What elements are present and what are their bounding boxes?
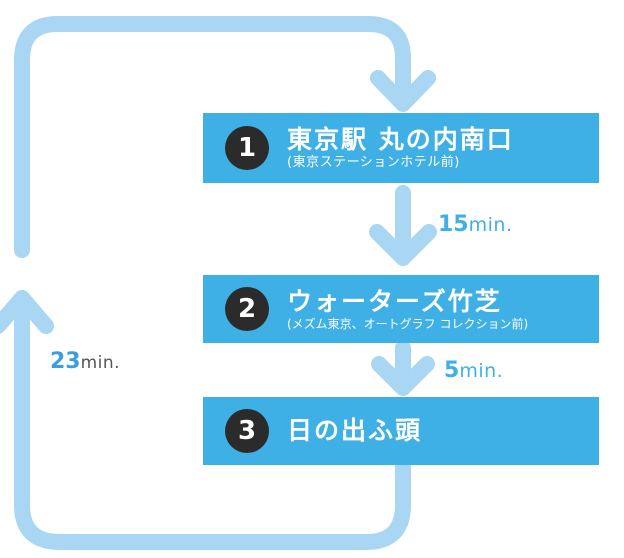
stop-2-subtitle: (メズム東京、オートグラフ コレクション前)	[287, 316, 529, 331]
stop-3-text: 日の出ふ頭	[287, 416, 422, 446]
leg-2-duration-unit: min.	[459, 360, 504, 382]
stop-3-box: 3 日の出ふ頭	[203, 397, 599, 465]
stop-3-number: 3	[225, 409, 269, 453]
stop-2-name: ウォーターズ竹芝	[287, 286, 502, 316]
leg-1-duration: 15min.	[438, 212, 513, 237]
loop-duration-value: 23	[50, 349, 81, 374]
leg-2-duration-value: 5	[444, 358, 460, 383]
leg-2-arrowhead	[371, 356, 435, 396]
stop-1-number: 1	[225, 126, 269, 170]
loop-duration: 23min.	[50, 349, 120, 374]
leg-1-duration-unit: min.	[468, 214, 513, 236]
stop-1-name: 東京駅 丸の内南口	[287, 125, 514, 155]
stop-3-name: 日の出ふ頭	[287, 416, 423, 445]
stop-1-box: 1 東京駅 丸の内南口 (東京ステーションホテル前)	[203, 113, 599, 183]
loop-top-path	[14, 16, 411, 258]
stop-1-subtitle: (東京ステーションホテル前)	[287, 155, 460, 171]
stop-1-text: 東京駅 丸の内南口 (東京ステーションホテル前)	[287, 125, 514, 171]
leg-1-arrowhead	[369, 224, 437, 266]
leg-2-duration: 5min.	[444, 358, 503, 383]
return-loop-path	[14, 297, 411, 550]
stop-2-number: 2	[225, 287, 269, 331]
stop-2-box: 2 ウォーターズ竹芝 (メズム東京、オートグラフ コレクション前)	[203, 275, 599, 343]
stop-2-text: ウォーターズ竹芝 (メズム東京、オートグラフ コレクション前)	[287, 287, 528, 331]
leg-1-duration-value: 15	[438, 212, 469, 237]
loop-arrowhead-down	[370, 70, 436, 112]
return-loop-arrowhead-up	[0, 290, 54, 334]
loop-duration-unit: min.	[80, 353, 121, 373]
